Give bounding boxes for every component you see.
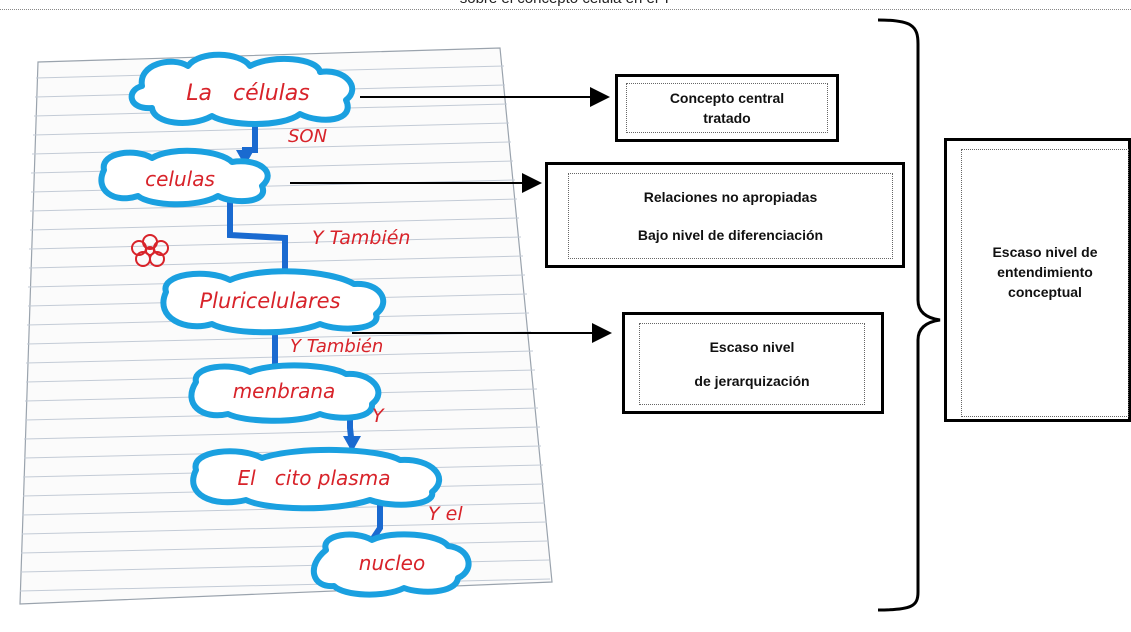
link-label: Y También xyxy=(290,336,383,357)
callout-hierarchy: Escaso nivel de jerarquización xyxy=(622,312,884,414)
node-label: nucleo xyxy=(359,551,425,575)
node-label: La células xyxy=(186,81,309,106)
cloud-celulas-2 xyxy=(98,147,271,208)
arrowhead-3 xyxy=(343,436,361,452)
concept-clouds xyxy=(98,51,472,598)
link-label: Y el xyxy=(428,503,463,525)
callout-line: Concepto central xyxy=(669,90,785,106)
node-label: menbrana xyxy=(233,379,336,403)
cloud-celulas-top xyxy=(128,51,356,127)
link-label: Y xyxy=(372,405,385,427)
cloud-citoplasma xyxy=(190,447,443,512)
callout-line: conceptual xyxy=(1008,284,1082,300)
callout-summary: Escaso nivel de entendimiento conceptual xyxy=(944,138,1131,422)
callout-line: tratado xyxy=(703,110,751,126)
arrowhead-1 xyxy=(236,150,254,166)
callout-line: entendimiento xyxy=(997,264,1093,280)
cloud-pluricelulares xyxy=(160,268,387,336)
flower-doodle-icon xyxy=(131,234,169,267)
callout-relations: Relaciones no apropiadas Bajo nivel de d… xyxy=(545,162,905,268)
link-label: SON xyxy=(288,126,327,147)
node-label: celulas xyxy=(145,167,215,191)
callout-line: Escaso nivel xyxy=(709,339,795,355)
node-label: El cito plasma xyxy=(238,466,391,490)
cloud-nucleo xyxy=(310,531,472,598)
right-brace xyxy=(877,18,941,612)
callout-line: Relaciones no apropiadas xyxy=(643,189,818,205)
cloud-membrana xyxy=(188,362,382,424)
callout-concept-central: Concepto central tratado xyxy=(615,74,839,142)
header-caption: sobre el concepto célula en el T xyxy=(0,0,1131,8)
header-rule xyxy=(0,9,1131,10)
callout-line: Bajo nivel de diferenciación xyxy=(637,227,824,243)
node-label: Pluricelulares xyxy=(199,289,340,313)
callout-line: Escaso nivel de xyxy=(992,244,1098,260)
link-label: Y También xyxy=(312,227,410,249)
callout-line: de jerarquización xyxy=(694,373,810,389)
